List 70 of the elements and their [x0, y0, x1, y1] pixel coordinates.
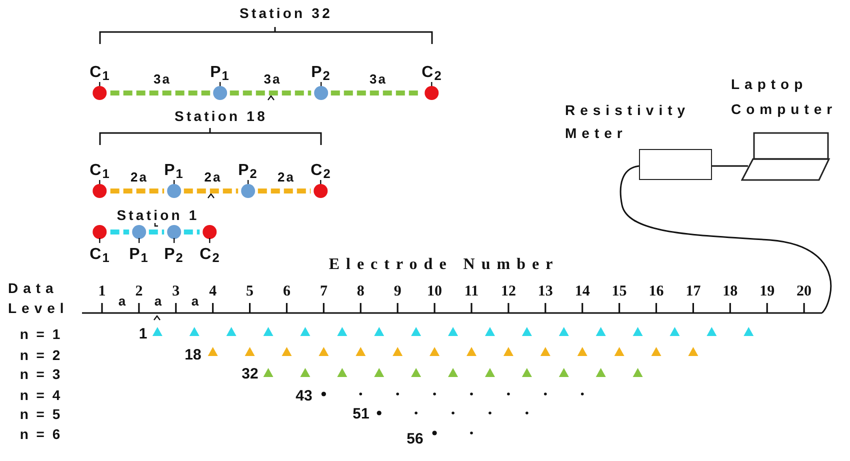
edge-label: 2a	[204, 170, 222, 184]
station-number: 56	[406, 430, 424, 448]
electrode-number: 13	[538, 283, 553, 301]
electrode-number: 16	[648, 283, 664, 301]
station-label: Station 32	[240, 4, 332, 22]
cable-segment	[110, 230, 130, 234]
level-label: n = 2	[20, 346, 62, 364]
axis-title: Electrode Number	[328, 256, 560, 274]
edge-label: 3a	[153, 72, 171, 86]
electrode-label: P$_{2}$	[238, 162, 258, 180]
cable	[620, 165, 832, 314]
station-number: 32	[242, 365, 258, 383]
station-number: 18	[184, 346, 202, 364]
cable-segment	[184, 230, 200, 234]
electrode-number: 15	[612, 283, 627, 301]
electrode-number: 11	[464, 283, 479, 301]
device-label: Resistivity Meter	[565, 102, 690, 141]
electrode-label: P$_{1}$	[210, 64, 230, 82]
axis-title: Data Level	[8, 279, 70, 318]
cable-segment	[110, 90, 210, 96]
electrode-label: C$_{2}$	[422, 64, 442, 82]
electrode-label: C$_{1}$	[90, 246, 110, 264]
electrode-label: P$_{2}$	[164, 246, 184, 264]
edge-label: 2a	[130, 170, 148, 184]
edge-label: 3a	[264, 72, 282, 86]
electrode-number: 20	[796, 283, 812, 301]
electrode-number: 14	[574, 283, 590, 301]
station-label: Station 1	[116, 206, 200, 224]
cable-segment	[230, 90, 312, 96]
level-label: n = 6	[20, 426, 62, 442]
electrode-number: 2	[135, 283, 143, 301]
station-number: 51	[352, 405, 370, 423]
station-label: Station 18	[174, 108, 268, 124]
electrode-label: C$_{2}$	[200, 246, 220, 264]
cable-segment	[110, 188, 164, 194]
electrode-label: C$_{1}$	[90, 162, 110, 180]
electrode-number: 10	[427, 283, 442, 301]
spacing-label: a	[191, 294, 199, 310]
cable	[712, 165, 748, 167]
cable-segment	[148, 230, 164, 234]
electrode-number: 18	[722, 283, 738, 301]
electrode-number: 3	[172, 283, 180, 301]
electrode-number: 12	[500, 283, 516, 301]
level-label: n = 3	[20, 366, 62, 382]
cable-segment	[258, 188, 311, 194]
electrode-number: 4	[209, 283, 217, 301]
electrode-number: 1	[98, 283, 106, 301]
level-label: n = 4	[20, 386, 62, 404]
electrode-label: C$_{2}$	[310, 162, 332, 180]
electrode-label: P$_{2}$	[311, 64, 331, 82]
electrode-number: 8	[356, 283, 364, 301]
level-label: n = 5	[20, 406, 62, 422]
electrode-label: P$_{1}$	[164, 162, 184, 180]
spacing-label: a	[154, 294, 162, 310]
level-label: n = 1	[20, 326, 62, 342]
electrode-number: 19	[760, 283, 775, 301]
device-label: Laptop Computer	[731, 76, 838, 117]
electrode-label: C$_{1}$	[90, 64, 110, 82]
edge-label: 2a	[278, 170, 295, 184]
station-number: 1	[138, 325, 148, 343]
electrode-number: 6	[283, 283, 290, 301]
electrode-label: P$_{1}$	[129, 246, 149, 264]
electrode-number: 17	[686, 283, 701, 301]
station-number: 43	[296, 387, 312, 405]
spacing-label: a	[118, 294, 126, 310]
electrode-number: 9	[394, 283, 402, 301]
electrode-number: 7	[320, 283, 328, 301]
cable-segment	[184, 188, 238, 194]
electrode-number: 5	[246, 283, 254, 301]
edge-label: 3a	[370, 72, 387, 86]
